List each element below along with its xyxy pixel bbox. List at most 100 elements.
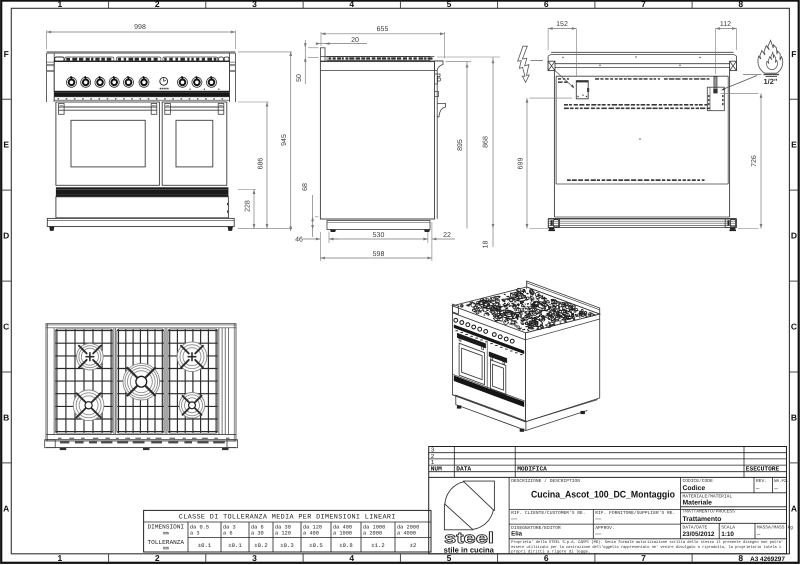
svg-text:868: 868 (483, 136, 490, 148)
svg-text:–: – (757, 532, 761, 538)
svg-text:5: 5 (447, 0, 452, 9)
svg-text:da 120: da 120 (303, 525, 322, 531)
svg-text:E: E (791, 140, 797, 150)
svg-text:MATERIALE/MATERIAL: MATERIALE/MATERIAL (683, 493, 733, 499)
svg-text:1/2": 1/2" (764, 77, 778, 86)
svg-text:Materiale: Materiale (683, 500, 713, 507)
svg-text:50: 50 (296, 74, 303, 82)
svg-text:20: 20 (351, 37, 359, 44)
svg-text:RIF. FORNITORE/SUPPLIER'S RE.: RIF. FORNITORE/SUPPLIER'S RE. (595, 510, 675, 516)
svg-text:±2: ±2 (410, 542, 417, 549)
svg-text:D: D (3, 231, 9, 241)
svg-text:ESECUTORE: ESECUTORE (746, 466, 780, 473)
svg-text:152: 152 (556, 21, 568, 28)
svg-text:Elia: Elia (511, 530, 523, 537)
svg-text:726: 726 (751, 155, 758, 167)
svg-text:mm: mm (163, 531, 169, 537)
svg-text:da 1000: da 1000 (363, 525, 385, 531)
svg-text:655: 655 (377, 26, 389, 33)
svg-text:998: 998 (134, 24, 146, 31)
svg-text:2: 2 (155, 553, 160, 563)
svg-text:±0.8: ±0.8 (339, 542, 352, 549)
svg-text:da 0.5: da 0.5 (190, 525, 209, 531)
svg-text:—: — (595, 516, 601, 522)
svg-text:2: 2 (155, 0, 160, 9)
svg-text:228: 228 (244, 200, 251, 212)
svg-text:112: 112 (720, 21, 731, 28)
svg-text:7: 7 (641, 553, 646, 563)
svg-text:MODIFICA: MODIFICA (517, 466, 547, 473)
svg-text:5: 5 (447, 553, 452, 563)
svg-text:—: — (595, 531, 601, 537)
svg-text:7: 7 (641, 0, 646, 9)
svg-text:–: – (756, 486, 760, 492)
svg-text:6: 6 (544, 553, 549, 563)
svg-text:a 400: a 400 (303, 531, 319, 537)
svg-text:mm: mm (163, 546, 169, 552)
svg-text:TRATTAMENTO/PROCESS: TRATTAMENTO/PROCESS (683, 509, 736, 515)
svg-text:a 2000: a 2000 (363, 531, 382, 537)
svg-text:±0.1: ±0.1 (228, 542, 242, 549)
svg-text:±1.2: ±1.2 (371, 542, 384, 549)
svg-text:MASSA/MASS kg: MASSA/MASS kg (757, 525, 793, 531)
svg-text:APPROV.: APPROV. (595, 525, 614, 531)
svg-text:686: 686 (257, 158, 264, 170)
svg-text:DIMENSIONI: DIMENSIONI (148, 524, 185, 531)
svg-text:a 120: a 120 (275, 531, 291, 537)
svg-text:D: D (791, 231, 797, 241)
svg-text:A: A (791, 503, 797, 513)
svg-text:RIF. CLIENTE/CUSTOMER'S RE.: RIF. CLIENTE/CUSTOMER'S RE. (511, 510, 585, 516)
svg-text:±0.3: ±0.3 (280, 542, 293, 549)
svg-text:DESCRIZIONE / DESCRIPTION: DESCRIZIONE / DESCRIPTION (511, 478, 580, 484)
svg-text:DISEGNATORE/EDITOR: DISEGNATORE/EDITOR (511, 525, 561, 531)
svg-text:1: 1 (58, 553, 63, 563)
svg-text:Codice: Codice (683, 485, 706, 492)
svg-text:8: 8 (738, 0, 743, 9)
svg-text:Proprieta' della STEEL S.p.A.: Proprieta' della STEEL S.p.A. CARPI (MO)… (511, 540, 783, 545)
svg-text:Trattamento: Trattamento (683, 516, 722, 523)
svg-text:—: — (511, 516, 517, 522)
svg-text:F: F (791, 49, 796, 59)
svg-text:DATA: DATA (456, 466, 471, 473)
svg-text:da 6: da 6 (251, 525, 264, 531)
svg-text:23/05/2012: 23/05/2012 (683, 531, 715, 538)
svg-text:steel: steel (444, 530, 494, 547)
svg-text:da 30: da 30 (275, 525, 291, 531)
svg-text:1: 1 (431, 459, 435, 466)
svg-text:B: B (3, 412, 9, 422)
svg-text:a 6: a 6 (223, 531, 233, 537)
svg-text:C: C (791, 322, 797, 332)
svg-text:8: 8 (738, 553, 743, 563)
svg-text:46: 46 (295, 237, 303, 244)
svg-text:A: A (3, 503, 9, 513)
svg-text:stile in cucina: stile in cucina (444, 546, 495, 555)
svg-text:essere utilizzato per la costr: essere utilizzato per la costruzione del… (511, 545, 782, 550)
svg-text:±0.5: ±0.5 (309, 542, 322, 549)
svg-text:598: 598 (373, 251, 385, 258)
svg-text:3: 3 (431, 447, 435, 454)
svg-text:1:10: 1:10 (721, 531, 734, 538)
svg-text:TOLLERANZA: TOLLERANZA (148, 539, 185, 546)
svg-text:a 4000: a 4000 (397, 531, 416, 537)
svg-text:da 400: da 400 (333, 525, 352, 531)
svg-text:–: – (774, 486, 778, 492)
svg-text:propri diritti a rigore di leg: propri diritti a rigore di legge. (511, 549, 590, 554)
svg-text:E: E (3, 140, 9, 150)
svg-text:3: 3 (252, 0, 257, 9)
svg-text:1: 1 (58, 0, 63, 9)
svg-text:a 30: a 30 (251, 531, 264, 537)
svg-text:a 1000: a 1000 (333, 531, 352, 537)
svg-text:±0.2: ±0.2 (254, 542, 267, 549)
svg-text:A3 4269297: A3 4269297 (750, 556, 785, 563)
svg-text:4: 4 (349, 553, 354, 563)
svg-text:±0.1: ±0.1 (198, 542, 212, 549)
svg-text:a 3: a 3 (190, 531, 200, 537)
svg-text:NR.PZ.: NR.PZ. (774, 479, 789, 484)
svg-text:CODICE/CODE: CODICE/CODE (683, 478, 714, 484)
svg-text:18: 18 (483, 241, 490, 249)
svg-text:945: 945 (281, 134, 288, 146)
svg-text:da 2000: da 2000 (397, 525, 419, 531)
svg-text:C: C (3, 322, 9, 332)
svg-text:REV.: REV. (756, 478, 767, 484)
svg-text:DATA/DATE: DATA/DATE (683, 525, 708, 531)
